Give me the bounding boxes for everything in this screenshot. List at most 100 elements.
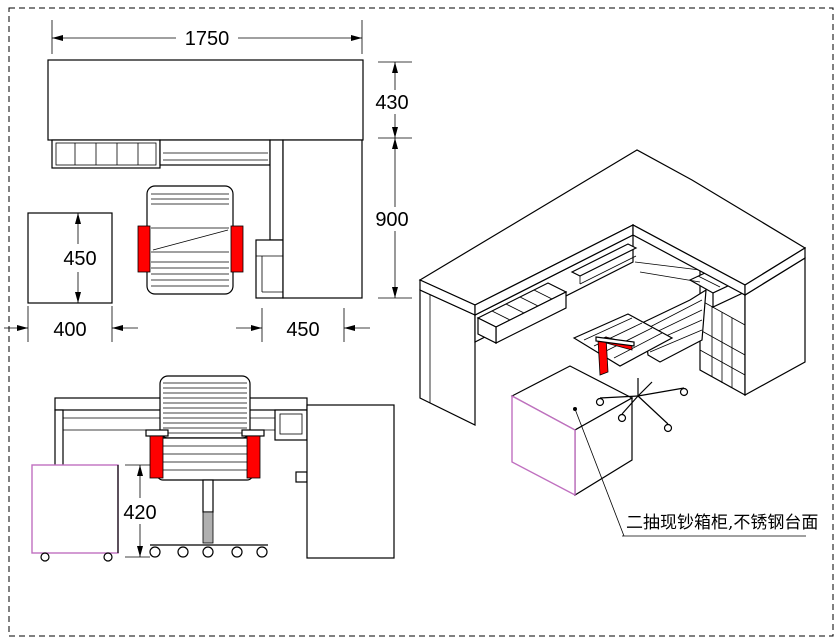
chair-caster [177, 546, 189, 558]
arrow-head [52, 35, 63, 41]
drawer-bank-inner [55, 142, 157, 166]
dimension-text-return-width: 450 [286, 319, 319, 341]
backrest-line [649, 329, 703, 353]
cabinet-caster [40, 552, 50, 562]
seat-line [603, 327, 653, 353]
desk-foot-front [295, 471, 308, 483]
chair-backrest-front [159, 375, 251, 439]
backrest-line [647, 299, 703, 329]
cabinet-iso [510, 365, 634, 497]
armrest-pad-left [145, 429, 169, 437]
leader-line [574, 408, 625, 537]
cabinet-front [31, 464, 119, 554]
armrest-right-front [246, 435, 261, 479]
chair-caster [202, 546, 214, 558]
drawer-compartment [505, 303, 525, 314]
chair-seat-front [156, 437, 254, 481]
desktop-plan [47, 59, 364, 141]
chair-caster [231, 546, 243, 558]
dimension-text-return-depth: 900 [375, 209, 408, 231]
chair-caster-iso [617, 413, 627, 423]
arrow-head [75, 292, 81, 303]
dimension-cabinet-height: 420 [123, 464, 157, 558]
arrow-head [137, 465, 143, 476]
dimension-text-plan-width: 1750 [185, 28, 230, 50]
support-strip-plan [269, 139, 284, 241]
return-underside-line [639, 271, 701, 283]
keyboard-tray-edge [579, 255, 637, 285]
chair-iso [572, 288, 707, 433]
drawer-compartment [491, 310, 511, 321]
keyboard-tray-outline [159, 139, 271, 166]
keyboard-drawer-inner [279, 413, 303, 435]
arrow-head [75, 213, 81, 224]
drawer-bank-outline [51, 139, 161, 169]
shelf-line [699, 299, 746, 326]
chair-plan [137, 185, 244, 295]
chair-backrest-iso [643, 288, 707, 363]
chair-leg-iso [637, 381, 653, 397]
desktop-edge-return [744, 246, 806, 297]
chair-leg-iso [599, 395, 639, 399]
arrow-head [112, 325, 123, 331]
chair-caster-iso [595, 397, 605, 407]
desk-left-panel-front [54, 409, 64, 469]
chair-leg-iso [621, 395, 639, 415]
armrest-left-front [149, 435, 164, 479]
dimension-plan-depths: 430 900 [375, 61, 412, 299]
drawing-frame [8, 7, 834, 637]
dimension-cabinet-width: 400 [4, 306, 138, 342]
drawer-compartment [533, 289, 553, 300]
armrest-pad-iso [595, 336, 635, 347]
dimension-return-width: 450 [236, 308, 370, 342]
arrow-head [251, 325, 262, 331]
gas-lift-lower [202, 511, 214, 544]
drawer-bank-plan [51, 139, 161, 169]
dimension-text-cabinet-height: 420 [123, 502, 156, 524]
plan-view: 1750 [4, 20, 412, 342]
keyboard-tray-iso [570, 243, 638, 277]
drawer-compartment [697, 275, 721, 288]
cabinet-front-face-iso [511, 394, 576, 497]
arrow-head [392, 138, 398, 149]
gas-lift-upper [202, 479, 214, 513]
desktop-top-iso [418, 149, 807, 306]
dimension-text-cabinet-width: 400 [53, 319, 86, 341]
arrow-head [392, 127, 398, 138]
chair-caster [256, 546, 268, 558]
arrow-head [17, 325, 28, 331]
arrow-head [351, 35, 362, 41]
pedestal-front [306, 404, 395, 559]
drawer-compartment [519, 296, 539, 307]
chair-caster [149, 546, 161, 558]
arrow-head [344, 325, 355, 331]
drawer-iso [476, 282, 568, 344]
annotation-callout: 二抽现钞箱柜,不锈钢台面 [573, 407, 818, 537]
annotation-label: 二抽现钞箱柜,不锈钢台面 [626, 513, 818, 533]
arrow-head [392, 287, 398, 298]
seat-line [583, 317, 633, 341]
shelf-line [699, 349, 746, 376]
arrow-head [137, 546, 143, 557]
chair-diagonal-line [152, 229, 229, 251]
chair-leg-iso [637, 387, 685, 397]
small-cabinet-outline [255, 239, 284, 299]
front-elevation: 420 [31, 375, 395, 562]
small-cabinet-plan [255, 239, 284, 299]
chair-front [145, 375, 268, 558]
chair-caster-iso [679, 387, 689, 397]
cabinet-plan [27, 212, 113, 304]
shelf-line [699, 329, 746, 356]
drawer-side-iso [477, 317, 497, 344]
chair-caster-iso [663, 423, 673, 433]
armrest-left-plan [137, 225, 151, 273]
dimension-cabinet-depth: 450 [63, 213, 97, 303]
cabinet-caster [103, 552, 113, 562]
keyboard-tray-plan [159, 139, 271, 166]
desk-return-plan [282, 139, 363, 299]
return-underside-line [634, 261, 701, 271]
armrest-right-plan [230, 225, 244, 273]
chair-leg-iso [637, 395, 669, 425]
armrest-pad-right [241, 429, 265, 437]
